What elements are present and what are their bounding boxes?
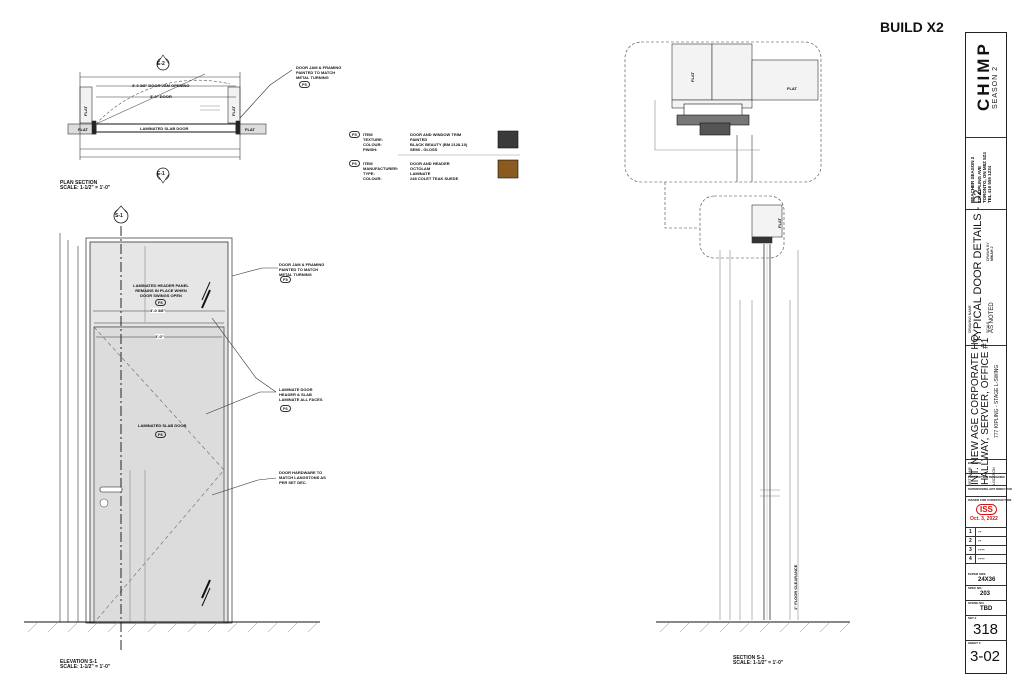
elevation-dim-width-a: 3'-0 3/8"	[150, 308, 166, 313]
revision-mark: --	[978, 529, 982, 535]
section-drawing	[624, 41, 851, 633]
legend-f6-value: OCTOLAM	[410, 166, 431, 171]
plan-slab-label: LAMINATED SLAB DOOR	[140, 126, 189, 131]
legend-f6-value: DOOR AND HEADER	[410, 161, 450, 166]
legend-f6-key: ITEM	[363, 161, 373, 166]
episode-label: EPISODE	[968, 461, 982, 465]
paper-size: 24X36	[978, 577, 996, 583]
elevation-jamb-tag: F5	[280, 276, 291, 283]
legend-f5-key: TEXTURE:	[363, 137, 383, 142]
drawn-by-value: MIKAH J	[990, 246, 994, 261]
swatch-f5	[497, 130, 519, 149]
art-director-label: SUPERVISING ART DIRECTOR	[968, 487, 1012, 491]
elevation-dim-width-b: 3'-0"	[155, 334, 164, 339]
elevation-laminate-tag: F6	[280, 405, 291, 412]
title-block-season: SEASON 2	[992, 65, 999, 109]
elevation-title: ELEVATION S-1	[60, 659, 98, 665]
section-flat-b: FLAT	[787, 86, 797, 91]
scale-value: AS NOTED	[989, 302, 995, 333]
production-designer-label: PRODUCTION DESIGNER	[968, 475, 1005, 479]
set-number: 318	[973, 621, 999, 638]
plan-opening-dim: 3'-0 3/8" DOOR JAM OPENING	[132, 83, 190, 88]
legend-f5-value: BLACK BEAUTY (BM 2128-10)	[410, 142, 468, 147]
issued-label: ISSUED FOR CONSTRUCTION	[968, 498, 1012, 502]
sheet-number-label: SHEET #	[968, 641, 981, 645]
plan-tag-e1: E-1	[157, 171, 165, 177]
plan-jamb-left	[79, 86, 93, 124]
company-phone: TEL 416 555 1234	[987, 165, 992, 203]
paper-size-label: PAPER SIZE	[968, 572, 986, 576]
elevation-slab-tag: F6	[155, 431, 166, 438]
legend-f6-value: 248 COLET TEAK SUEDE	[410, 176, 459, 181]
plan-jamb-note: DOOR JAM & FRAMING PAINTED TO MATCH META…	[296, 65, 342, 80]
title-block-logo: CHIMP	[974, 41, 993, 111]
elevation-scale: SCALE: 1-1/2" = 1'-0"	[60, 664, 111, 670]
elevation-header-tag: F6	[155, 299, 166, 306]
set-number-label: SET #	[968, 616, 977, 620]
set-name-2: HALLWAY, SERVER, OFFICE #1	[980, 337, 991, 485]
section-flat-a: FLAT	[690, 72, 695, 82]
plan-jamb-tag: F5	[299, 81, 310, 88]
legend-f5-value: DOOR AND WINDOW TRIM	[410, 132, 462, 137]
plan-door-dim: 3'-0" DOOR	[150, 94, 172, 99]
location-value: 777 KIPLING - STAGE L-SWING	[994, 364, 1000, 438]
legend-f5-key: COLOUR:	[363, 142, 382, 147]
section-flat-c: FLAT	[777, 218, 782, 228]
plan-flat-a: FLAT	[78, 127, 88, 132]
legend-f6-value: LAMINATE	[410, 171, 431, 176]
elevation-header-note: LAMINATED HEADER PANEL REMAINS IN PLACE …	[133, 283, 189, 298]
plan-scale: SCALE: 1-1/2" = 1'-0"	[60, 185, 111, 191]
revision-mark: --	[978, 538, 982, 544]
plan-flat-c: FLAT	[83, 106, 88, 116]
legend-f6-key: MANUFACTURER:	[363, 166, 399, 171]
issued-stamp: ISS	[976, 504, 997, 515]
legend-f6-key: COLOUR:	[363, 176, 382, 181]
revision-mark: ----	[978, 556, 985, 562]
elevation-hardware-note: DOOR HARDWARE TO MATCH LANGSTONS AS PER …	[279, 470, 326, 485]
plan-tag-e2: E-2	[157, 61, 165, 67]
section-title: SECTION S-1	[733, 655, 765, 661]
scene-number-label: SCENE NO.	[968, 601, 985, 605]
scene-number: TBD	[980, 606, 993, 612]
title-block: CHIMP SEASON 2 REACHER SEASON 2 777 KIPL…	[965, 32, 1012, 674]
legend-f5-key: ITEM	[363, 132, 373, 137]
spec-number-label: SPEC NO.	[968, 586, 983, 590]
revision-number: 1	[969, 529, 972, 535]
revision-mark: ----	[978, 547, 985, 553]
sheet-number: 3-02	[970, 648, 1001, 665]
plan-section	[67, 54, 293, 184]
revision-number: 3	[969, 547, 972, 553]
swatch-f6	[497, 159, 519, 179]
elevation-drawing	[24, 205, 320, 650]
elevation-jamb-note: DOOR JAM & FRAMING PAINTED TO MATCH META…	[279, 262, 325, 277]
plan-flat-d: FLAT	[231, 106, 236, 116]
spec-number: 203	[980, 591, 991, 597]
elevation-laminate-note: LAMINATE DOOR HEADER & SLAB LAMINATE ALL…	[279, 387, 323, 402]
build-label: BUILD X2	[880, 19, 944, 35]
legend-tag-f6: F6	[349, 160, 360, 167]
drawing-title: TYPICAL DOOR DETAILS - D2	[972, 189, 984, 343]
legend-f5-value: SEMI - GLOSS	[410, 147, 438, 152]
legend-f5-value: PAINTED	[410, 137, 428, 142]
legend-f6-key: TYPE:	[363, 171, 375, 176]
section-scale: SCALE: 1-1/2" = 1'-0"	[733, 660, 784, 666]
elevation-tag-s1: S-1	[115, 213, 123, 219]
legend-tag-f5: F5	[349, 131, 360, 138]
issued-date: Oct. 3, 2022	[970, 516, 998, 522]
plan-jamb-right	[227, 86, 241, 124]
section-floor-note: 1" FLOOR CLEARANCE	[793, 564, 798, 610]
revision-number: 4	[969, 556, 972, 562]
plan-title: PLAN SECTION	[60, 180, 98, 186]
plan-flat-b: FLAT	[245, 127, 255, 132]
elevation-slab-label: LAMINATED SLAB DOOR	[138, 423, 187, 428]
legend-f5-key: FINISH:	[363, 147, 378, 152]
revision-number: 2	[969, 538, 972, 544]
